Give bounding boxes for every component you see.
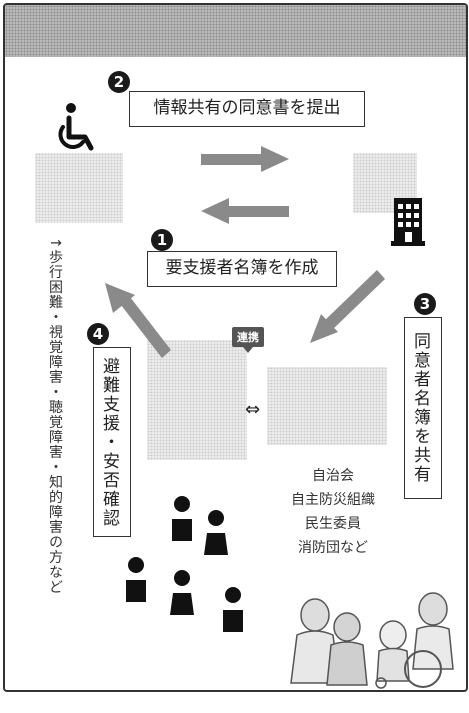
- step1-label: 要支援者名簿を作成: [147, 251, 337, 287]
- support-left-placeholder: [147, 340, 247, 460]
- arrow-to-support: [310, 270, 385, 343]
- diagram-frame: 2 情報共有の同意書を提出 1 要支援者名簿を作成 3 同意者名簿を共有 4 避…: [3, 3, 468, 692]
- support-right-placeholder: [267, 367, 387, 445]
- cooperation-tag: 連携: [232, 327, 264, 353]
- badge-two: 2: [108, 71, 130, 93]
- arrow-to-person: [105, 283, 171, 358]
- evacuation-helpers-illustration: [290, 592, 454, 689]
- org-minsei-iin: 民生委員: [305, 516, 361, 532]
- badge-four: 4: [87, 323, 109, 345]
- org-jichikai: 自治会: [312, 468, 354, 484]
- city-hall-building-icon: [391, 198, 425, 246]
- badge-three: 3: [414, 293, 436, 315]
- target-people-note: ↑歩行困難・視覚障害・聴覚障害・知的障害の方など: [47, 237, 63, 595]
- arrow-right: [201, 146, 289, 172]
- step2-label: 情報共有の同意書を提出: [129, 91, 365, 127]
- step3-label: 同意者名簿を共有: [404, 317, 442, 499]
- arrow-left: [201, 198, 289, 224]
- bidirectional-arrow: ⇔: [245, 399, 261, 420]
- org-jishu-bosai: 自主防災組織: [291, 492, 375, 508]
- org-shobodan: 消防団など: [298, 540, 368, 556]
- badge-one: 1: [151, 229, 173, 251]
- people-group-icon: [126, 496, 243, 632]
- person-label-placeholder: [35, 153, 123, 223]
- diagram-graphics: [58, 103, 454, 689]
- step4-label: 避難支援・安否確認: [93, 347, 131, 537]
- title-band: [5, 5, 466, 57]
- wheelchair-icon: [58, 103, 94, 151]
